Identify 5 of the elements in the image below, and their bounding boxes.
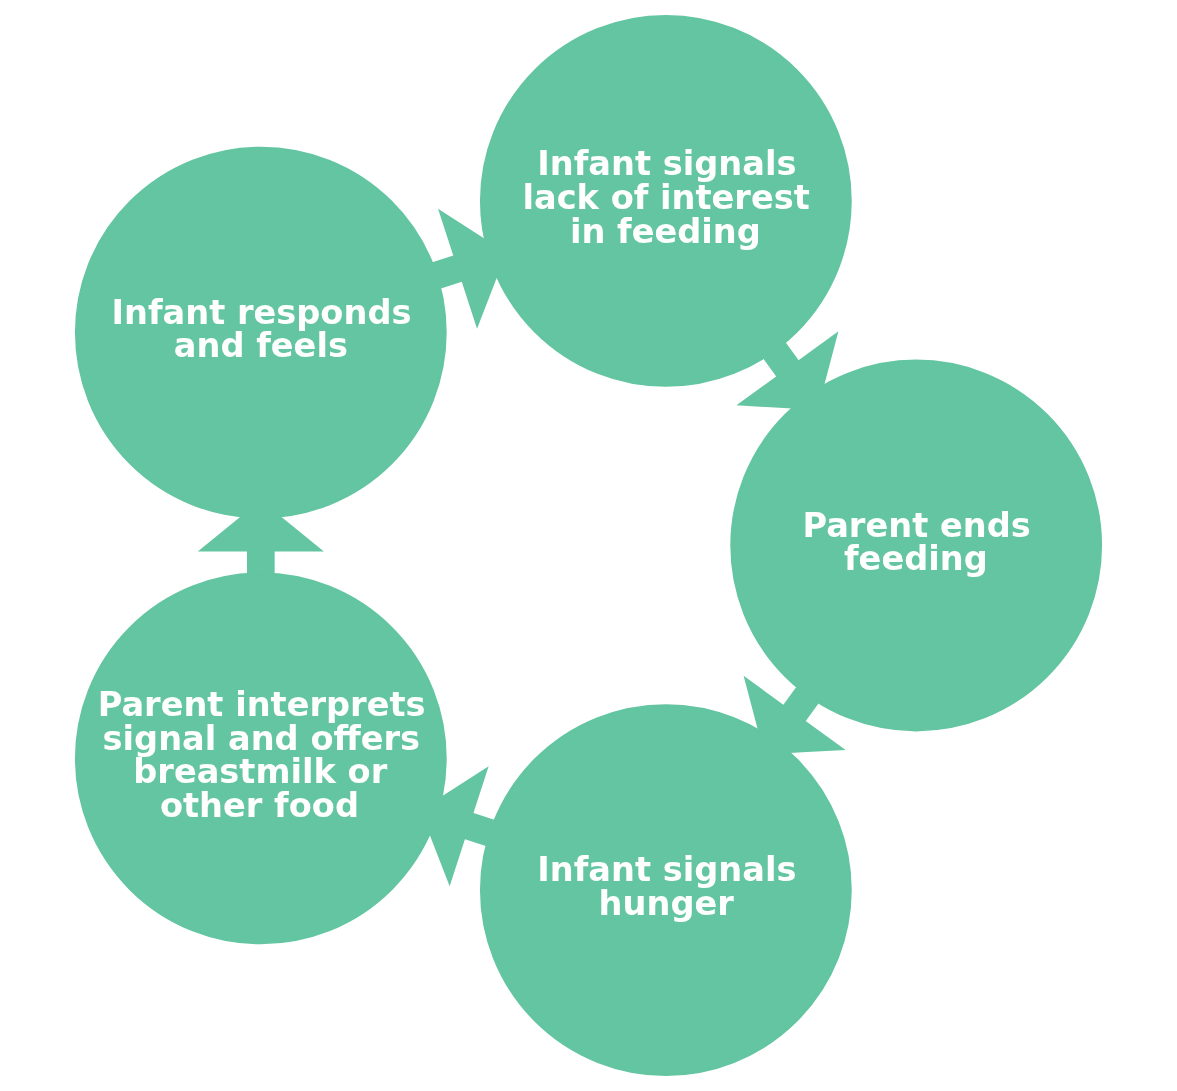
arrow bbox=[736, 331, 839, 410]
node-circle: Infant responds and feels bbox=[74, 146, 447, 519]
node-circle: Infant signals hunger bbox=[479, 704, 852, 1076]
arrow bbox=[743, 675, 846, 755]
node-circle: Parent interprets signal and offers breastmilk or other food bbox=[74, 572, 447, 945]
